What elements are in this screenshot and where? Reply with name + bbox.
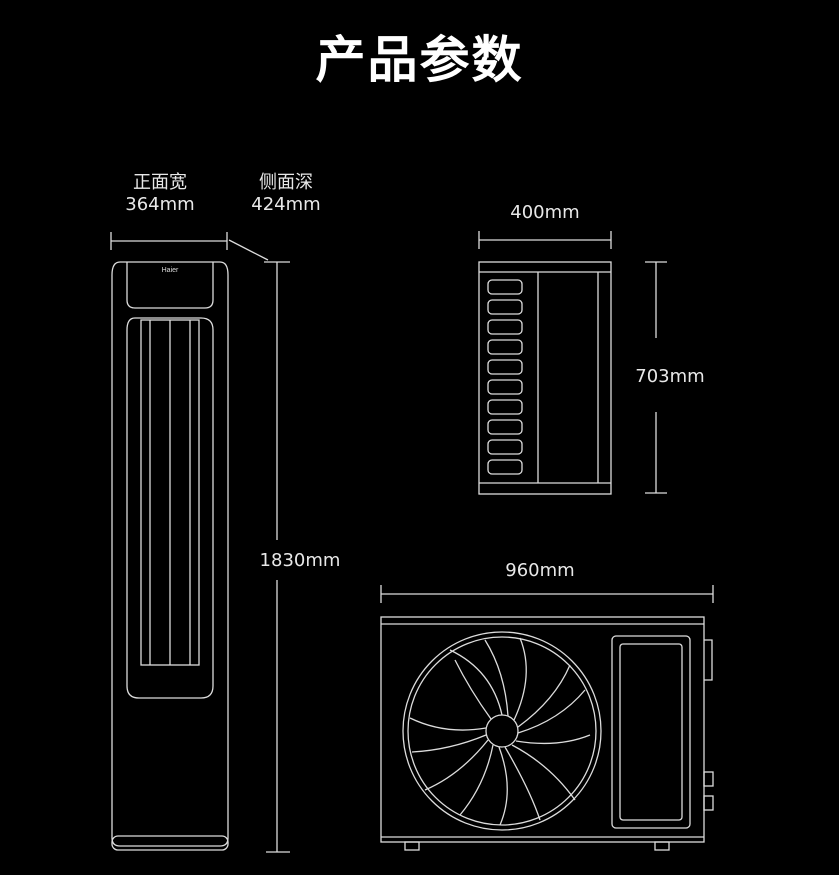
- indoor-unit: [111, 261, 229, 851]
- front-width-dimension: [110, 232, 228, 250]
- front-width-value: 364mm: [125, 194, 195, 215]
- front-width-caption: 正面宽: [133, 172, 187, 193]
- outdoor-side-width-value: 400mm: [510, 202, 580, 223]
- brand-logo: Haier: [162, 267, 179, 274]
- fan-grille: [402, 631, 602, 831]
- outdoor-unit-front-view: [380, 616, 714, 851]
- side-depth-caption: 侧面深: [259, 172, 313, 193]
- outdoor-front-width-value: 960mm: [505, 560, 575, 581]
- indoor-height-dimension: [266, 262, 290, 853]
- outdoor-side-height-value: 703mm: [635, 366, 705, 387]
- side-depth-value: 424mm: [251, 194, 321, 215]
- outdoor-side-height-dimension: [645, 261, 667, 494]
- front-width-label: 正面宽 364mm: [110, 172, 210, 216]
- page-title: 产品参数: [315, 31, 524, 89]
- outdoor-unit-side-view: [478, 261, 612, 495]
- side-depth-dimension: [228, 239, 290, 263]
- outdoor-side-width-dimension: [478, 231, 612, 249]
- side-depth-label: 侧面深 424mm: [236, 172, 336, 216]
- outdoor-front-width-dimension: [380, 585, 714, 603]
- indoor-height-value: 1830mm: [259, 550, 341, 571]
